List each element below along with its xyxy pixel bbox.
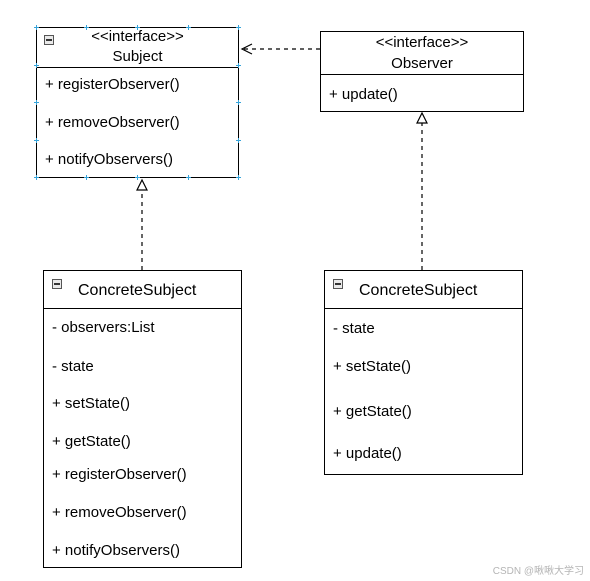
- concrete-observer-member: + setState(): [333, 358, 411, 375]
- concrete-subject-name: ConcreteSubject: [78, 282, 197, 299]
- selection-handle[interactable]: [84, 25, 89, 30]
- selection-handle[interactable]: [34, 175, 39, 180]
- concrete-subject-header: ConcreteSubject: [44, 271, 241, 309]
- selection-handle[interactable]: [135, 175, 140, 180]
- concrete-observer-name: ConcreteSubject: [359, 282, 478, 299]
- selection-handle[interactable]: [34, 138, 39, 143]
- selection-handle[interactable]: [84, 175, 89, 180]
- concrete-subject-member: + removeObserver(): [52, 504, 187, 521]
- concrete-observer-header: ConcreteSubject: [325, 271, 522, 309]
- realization-arrowhead-subject: [136, 178, 148, 191]
- observer-name: Observer: [391, 55, 453, 72]
- observer-header: <<interface>> Observer: [321, 32, 523, 75]
- subject-member: + removeObserver(): [45, 114, 180, 131]
- selection-handle[interactable]: [236, 100, 241, 105]
- collapse-icon[interactable]: [52, 279, 62, 289]
- concrete-subject-member: + setState(): [52, 395, 130, 412]
- concrete-observer-member: + update(): [333, 445, 402, 462]
- selection-handle[interactable]: [34, 63, 39, 68]
- concrete-observer-member: - state: [333, 320, 375, 337]
- concrete-subject-member: + registerObserver(): [52, 466, 187, 483]
- selection-handle[interactable]: [186, 175, 191, 180]
- observer-interface-box[interactable]: <<interface>> Observer + update(): [320, 31, 524, 112]
- subject-interface-box[interactable]: <<interface>> Subject + registerObserver…: [36, 27, 239, 178]
- dependency-arrowhead: [240, 43, 253, 55]
- concrete-observer-box[interactable]: ConcreteSubject - state + setState() + g…: [324, 270, 523, 475]
- concrete-subject-member: - observers:List: [52, 319, 155, 336]
- selection-handle[interactable]: [34, 25, 39, 30]
- subject-member: + registerObserver(): [45, 76, 180, 93]
- selection-handle[interactable]: [236, 63, 241, 68]
- selection-handle[interactable]: [34, 100, 39, 105]
- subject-member: + notifyObservers(): [45, 151, 173, 168]
- observer-member: + update(): [329, 86, 398, 103]
- collapse-icon[interactable]: [333, 279, 343, 289]
- subject-name: Subject: [112, 48, 163, 65]
- concrete-observer-member: + getState(): [333, 403, 412, 420]
- collapse-icon[interactable]: [44, 35, 54, 45]
- selection-handle[interactable]: [186, 25, 191, 30]
- concrete-subject-member: + getState(): [52, 433, 131, 450]
- observer-stereotype: <<interface>>: [375, 34, 469, 51]
- concrete-subject-member: - state: [52, 358, 94, 375]
- watermark: CSDN @啾啾大学习: [492, 566, 584, 577]
- realization-arrowhead-observer: [416, 111, 428, 124]
- subject-stereotype: <<interface>>: [91, 28, 184, 45]
- selection-handle[interactable]: [236, 25, 241, 30]
- selection-handle[interactable]: [135, 25, 140, 30]
- selection-handle[interactable]: [236, 138, 241, 143]
- subject-header: <<interface>> Subject: [37, 28, 238, 68]
- concrete-subject-box[interactable]: ConcreteSubject - observers:List - state…: [43, 270, 242, 568]
- concrete-subject-member: + notifyObservers(): [52, 542, 180, 559]
- selection-handle[interactable]: [236, 175, 241, 180]
